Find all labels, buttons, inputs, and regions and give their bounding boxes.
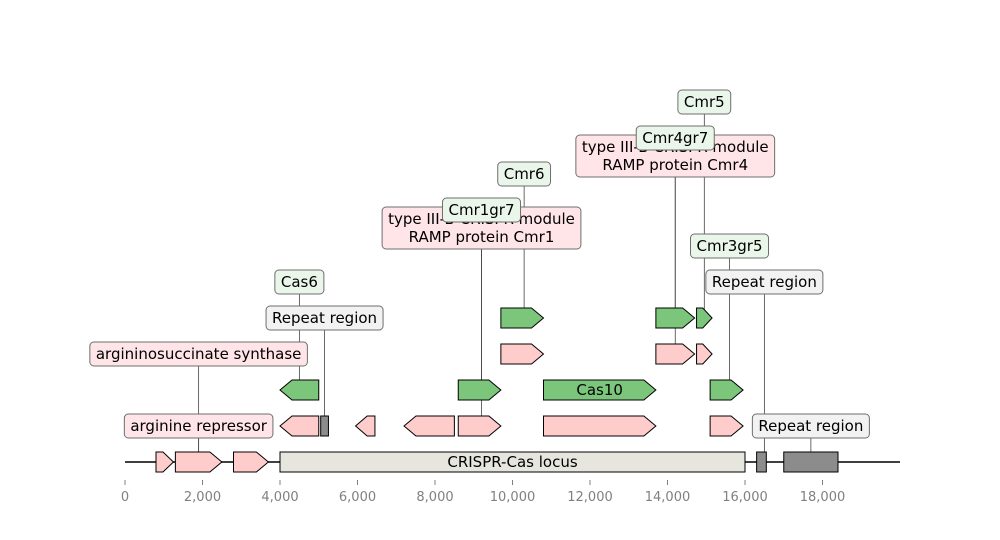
feature-4 (756, 451, 767, 473)
feature-10 (457, 415, 502, 437)
axis-tick-label-6: 12,000 (567, 490, 613, 505)
feature-9 (403, 415, 455, 437)
feature-15 (543, 379, 657, 401)
feature-label-box-11: Cmr4gr7 (635, 125, 715, 151)
label-text-0: arginine repressor (130, 417, 267, 435)
feature-label-15: Cas10 (576, 381, 623, 399)
axis-tick-label-1: 2,000 (184, 490, 221, 505)
feature-12 (709, 415, 744, 437)
label-box-3 (265, 305, 384, 331)
feature-18 (655, 343, 696, 365)
label-text-5: Repeat region (712, 273, 817, 291)
label-text-8: Cmr1gr7 (448, 201, 514, 219)
feature-21 (655, 307, 696, 329)
feature-label-box-5: Repeat region (705, 269, 824, 295)
label-box-4 (274, 269, 325, 295)
feature-label-box-0: arginine repressor (123, 413, 274, 439)
feature-label-box-4: Cas6 (274, 269, 325, 295)
label-box-0 (123, 413, 274, 439)
label-box-11 (635, 125, 715, 151)
feature-3 (279, 451, 746, 473)
axis-tick-label-8: 16,000 (722, 490, 768, 505)
feature-label-box-12: Cmr5 (677, 89, 732, 115)
feature-8 (354, 415, 376, 437)
label-box-12 (677, 89, 732, 115)
axis-tick-label-7: 14,000 (645, 490, 691, 505)
label-box-8 (441, 197, 522, 223)
label-text-6: Cmr3gr5 (696, 237, 762, 255)
feature-labels: arginine repressor Repeat region argininos… (89, 89, 870, 439)
label-text-3: Repeat region (272, 309, 377, 327)
feature-2 (233, 451, 270, 473)
feature-1 (174, 451, 223, 473)
feature-label-box-8: Cmr1gr7 (441, 197, 522, 223)
label-box-6 (689, 233, 770, 259)
label-box-2 (89, 341, 308, 367)
features: CRISPR-Cas locus Cas10 (155, 307, 839, 473)
axis-tick-label-9: 18,000 (800, 490, 846, 505)
label-box-1 (751, 413, 870, 439)
label-box-5 (705, 269, 824, 295)
feature-0 (155, 451, 175, 473)
feature-label-box-6: Cmr3gr5 (689, 233, 770, 259)
feature-13 (279, 379, 320, 401)
label-text-12: Cmr5 (684, 93, 725, 111)
feature-17 (500, 343, 545, 365)
feature-14 (457, 379, 502, 401)
feature-label-box-3: Repeat region (265, 305, 384, 331)
feature-label-3: CRISPR-Cas locus (447, 453, 577, 471)
position-axis: 0 2,000 4,000 6,000 8,000 10,000 12,000 14,000 1… (121, 480, 845, 505)
feature-19 (696, 343, 713, 365)
feature-label-box-9: Cmr6 (497, 161, 552, 187)
feature-7 (320, 415, 329, 437)
axis-tick-label-5: 10,000 (490, 490, 536, 505)
feature-label-box-2: argininosuccinate synthase (89, 341, 308, 367)
label-text-1: Repeat region (758, 417, 863, 435)
feature-16 (709, 379, 744, 401)
axis-tick-label-2: 4,000 (261, 490, 298, 505)
label-text-11: Cmr4gr7 (642, 129, 708, 147)
label-text-4: Cas6 (281, 273, 318, 291)
feature-6 (279, 415, 320, 437)
feature-22 (696, 307, 713, 329)
axis-tick-label-0: 0 (121, 490, 129, 505)
label-text-2: argininosuccinate synthase (96, 345, 302, 363)
feature-5 (783, 451, 839, 473)
label-box-9 (497, 161, 552, 187)
feature-label-box-1: Repeat region (751, 413, 870, 439)
axis-tick-label-3: 6,000 (339, 490, 376, 505)
feature-20 (500, 307, 545, 329)
feature-11 (543, 415, 657, 437)
label-text-9: Cmr6 (504, 165, 545, 183)
axis-tick-label-4: 8,000 (416, 490, 453, 505)
